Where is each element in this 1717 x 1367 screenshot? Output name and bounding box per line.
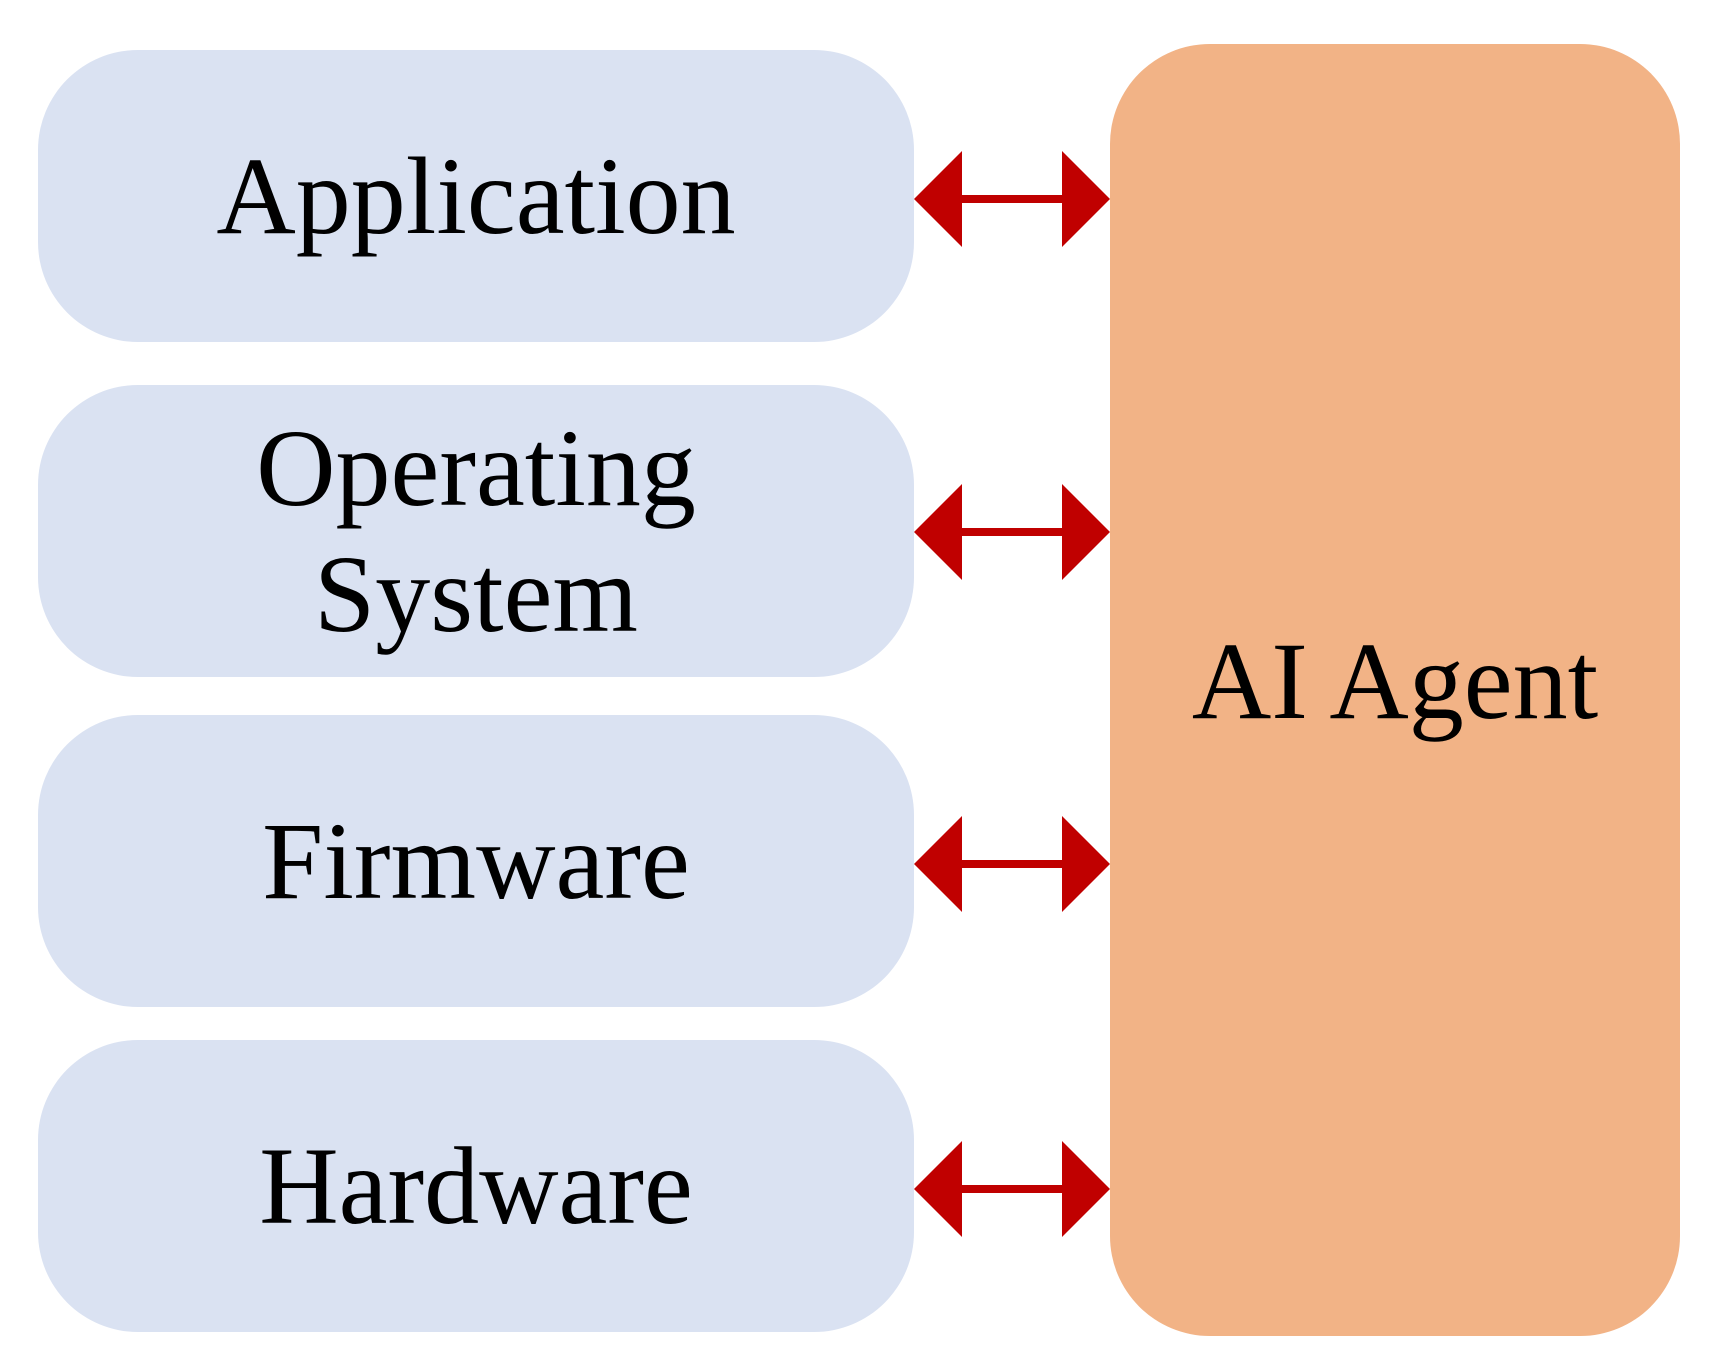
double-headed-arrow-icon [914, 816, 1110, 912]
layer-label-application: Application [216, 134, 736, 257]
layer-box-firmware: Firmware [38, 715, 914, 1007]
ai-agent-label: AI Agent [1191, 619, 1599, 742]
layer-label-hardware: Hardware [259, 1124, 693, 1247]
ai-agent-box: AI Agent [1110, 44, 1680, 1336]
double-headed-arrow-icon [914, 1141, 1110, 1237]
layer-label-firmware: Firmware [262, 799, 690, 922]
double-headed-arrow-icon [914, 151, 1110, 247]
layer-box-hardware: Hardware [38, 1040, 914, 1332]
double-headed-arrow-icon [914, 484, 1110, 580]
layer-box-application: Application [38, 50, 914, 342]
layer-box-operating-system: Operating System [38, 385, 914, 677]
layer-label-operating-system: Operating System [256, 406, 696, 656]
